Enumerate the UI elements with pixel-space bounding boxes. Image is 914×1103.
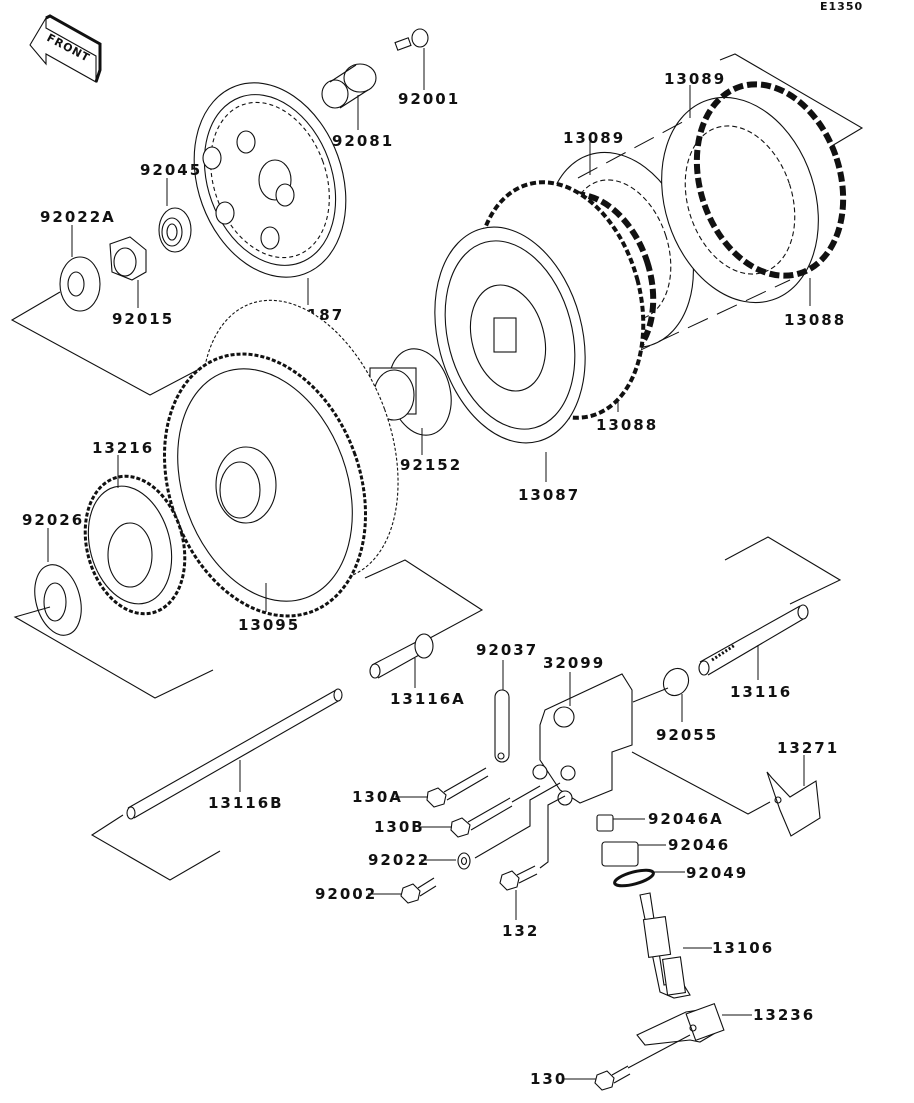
part-label-92152: 92152 xyxy=(400,456,462,474)
part-label-13089-b: 13089 xyxy=(664,70,726,88)
part-label-13089-a: 13089 xyxy=(563,129,625,147)
part-label-92049: 92049 xyxy=(686,864,748,882)
part-label-132: 132 xyxy=(502,922,539,940)
part-label-130: 130 xyxy=(530,1070,567,1088)
part-label-92037: 92037 xyxy=(476,641,538,659)
part-label-92022: 92022 xyxy=(368,851,430,869)
part-label-13088-b: 13088 xyxy=(596,416,658,434)
part-92022A-washer[interactable] xyxy=(59,225,101,312)
part-label-13088-a: 13088 xyxy=(784,311,846,329)
part-92046A-needle-bearing[interactable] xyxy=(596,814,645,832)
part-label-13106: 13106 xyxy=(712,939,774,957)
part-13116A-pushrod-end[interactable] xyxy=(369,633,434,688)
part-label-92055: 92055 xyxy=(656,726,718,744)
part-label-130B: 130B xyxy=(374,818,425,836)
part-92002-bolt[interactable] xyxy=(368,877,437,904)
part-label-32099: 32099 xyxy=(543,654,605,672)
part-label-92046A: 92046A xyxy=(648,810,724,828)
part-label-92001: 92001 xyxy=(398,90,460,108)
part-label-92046: 92046 xyxy=(668,836,730,854)
part-130A-bolt[interactable] xyxy=(395,767,489,808)
part-label-92022A: 92022A xyxy=(40,208,116,226)
part-13095-clutch-housing[interactable] xyxy=(130,273,435,644)
part-label-13236: 13236 xyxy=(753,1006,815,1024)
part-13116B-pushrod[interactable] xyxy=(126,688,343,820)
part-92055-o-ring[interactable] xyxy=(632,664,693,722)
part-label-92002: 92002 xyxy=(315,885,377,903)
part-label-92026: 92026 xyxy=(22,511,84,529)
part-92022-washer[interactable] xyxy=(421,782,561,870)
part-92049-oil-seal[interactable] xyxy=(613,867,685,889)
diagram-code: E1350 xyxy=(820,0,863,13)
part-130B-bolt[interactable] xyxy=(418,785,541,838)
part-label-13116B: 13116B xyxy=(208,794,284,812)
part-label-13116: 13116 xyxy=(730,683,792,701)
part-label-13216: 13216 xyxy=(92,439,154,457)
part-92045-bearing[interactable] xyxy=(158,178,192,253)
part-13106-release-shaft[interactable] xyxy=(639,892,712,999)
part-13087-clutch-hub[interactable] xyxy=(412,163,668,482)
part-13216-gear[interactable] xyxy=(71,455,200,625)
part-label-13116A: 13116A xyxy=(390,690,466,708)
part-label-13271: 13271 xyxy=(777,739,839,757)
part-92026-washer[interactable] xyxy=(27,528,88,640)
part-13236-release-lever[interactable] xyxy=(627,1003,752,1069)
part-130-bolt[interactable] xyxy=(563,1065,631,1091)
part-label-13087: 13087 xyxy=(518,486,580,504)
part-92046-needle-bearing[interactable] xyxy=(601,841,666,867)
part-label-13095: 13095 xyxy=(238,616,300,634)
part-label-92045: 92045 xyxy=(140,161,202,179)
part-132-bolt[interactable] xyxy=(499,795,566,920)
part-13271-bracket[interactable] xyxy=(631,751,821,837)
part-label-92081: 92081 xyxy=(332,132,394,150)
part-92081-spring[interactable] xyxy=(321,63,377,130)
part-13116-release-shaft[interactable] xyxy=(698,604,809,680)
part-92037-link-plate[interactable] xyxy=(494,660,510,763)
front-arrow-icon: FRONT xyxy=(29,14,102,83)
part-label-92015: 92015 xyxy=(112,310,174,328)
part-13187-pressure-plate[interactable] xyxy=(168,61,372,305)
part-92001-bolt[interactable] xyxy=(394,28,429,90)
part-32099-release-housing[interactable] xyxy=(532,672,633,806)
part-92015-nut[interactable] xyxy=(109,236,147,308)
part-label-130A: 130A xyxy=(352,788,403,806)
